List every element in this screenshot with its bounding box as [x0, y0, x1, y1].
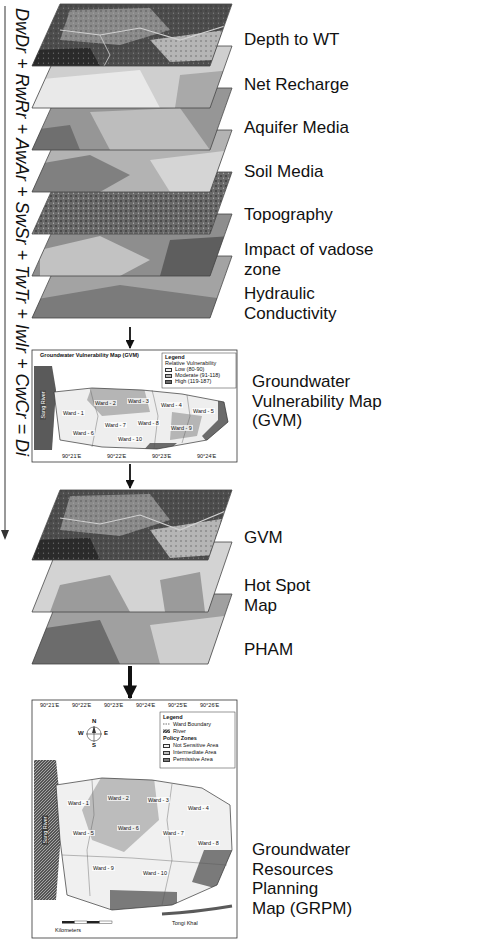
layer-label: Hot Spot Map — [244, 576, 344, 615]
legend-heading: Relative Vulnerability — [165, 360, 216, 366]
legend-text: River — [163, 728, 186, 734]
layer-stack: Depth to WT Net RechargeAquifer MediaSoil… — [32, 0, 472, 325]
legend-item: Low (80-90) — [165, 366, 204, 372]
ward-name: Ward - 9 — [92, 865, 115, 871]
layer-label: Topography — [244, 205, 409, 225]
ward-name: Ward - 7 — [162, 830, 185, 836]
ward-name: Ward - 7 — [104, 422, 127, 428]
flow-arrow — [129, 464, 131, 488]
formula: DwDr + RwRr + AwAr + SwSr + TwTr + IwIr … — [11, 8, 31, 456]
ward-name: Ward - 6 — [117, 825, 140, 831]
compass-letter: S — [92, 742, 96, 749]
scale-unit: Kilometers — [55, 927, 81, 933]
layer-label: Net Recharge — [244, 75, 409, 95]
river-name: Tongi Khal — [172, 920, 198, 926]
legend-item: Permissive Area — [163, 756, 213, 762]
ward-name: Ward - 8 — [137, 420, 160, 426]
ward-name: Ward - 3 — [127, 398, 150, 404]
legend-swatch — [163, 744, 170, 748]
river-name: Sang River — [40, 390, 46, 419]
legend-item: Not Sensitive Area — [163, 742, 218, 748]
ward-name: Ward - 5 — [192, 408, 215, 414]
ward-name: Ward - 8 — [197, 840, 220, 846]
planning-map — [32, 700, 237, 938]
layer-stack — [30, 488, 235, 664]
longitude: 90°21'E — [62, 453, 81, 459]
legend-item: High (119-187) — [165, 378, 211, 384]
legend-text: Low (80-90) — [175, 366, 204, 372]
formula-arrow — [1, 6, 9, 540]
legend-swatch — [165, 380, 172, 384]
map-title: Groundwater Vulnerability Map (GVM) — [40, 352, 139, 358]
ward-name: Ward - 1 — [62, 410, 85, 416]
legend-item: River — [163, 728, 186, 734]
river-name: Sang River — [42, 815, 48, 844]
ward-name: Ward - 6 — [72, 430, 95, 436]
layer-label: GVM — [244, 528, 394, 548]
ward-name: Ward - 2 — [94, 400, 117, 406]
legend-text: Intermediate Area — [173, 749, 216, 755]
ward-name: Ward - 3 — [147, 797, 170, 803]
ward-name: Ward - 10 — [142, 870, 168, 876]
layer-stack: GVM Hot Spot MapPHAM — [32, 490, 472, 664]
legend-title: Legend — [165, 354, 185, 360]
layer-label: Soil Media — [244, 162, 409, 182]
longitude: 90°23'E — [104, 702, 123, 708]
ward-name: Ward - 10 — [117, 436, 143, 442]
legend-heading: Policy Zones — [163, 735, 197, 741]
ward-name: Ward - 9 — [170, 425, 193, 431]
vulnerability-map — [32, 350, 237, 462]
legend-swatch — [165, 368, 172, 372]
legend-text: Not Sensitive Area — [173, 742, 218, 748]
longitude: 90°22'E — [107, 453, 126, 459]
longitude: 90°22'E — [72, 702, 91, 708]
compass-letter: W — [78, 730, 84, 737]
legend-text: Permissive Area — [173, 756, 213, 762]
map-panel: Groundwater Resources Planning Map (GRPM… — [32, 700, 472, 938]
compass-letter: E — [104, 730, 108, 737]
longitude: 90°25'E — [168, 702, 187, 708]
compass-letter: N — [92, 718, 96, 725]
legend-swatch — [163, 758, 170, 762]
legend-swatch — [165, 374, 172, 378]
ward-name: Ward - 1 — [67, 800, 90, 806]
layer-label: Groundwater Resources Planning Map (GRPM… — [252, 840, 355, 918]
longitude: 90°24'E — [136, 702, 155, 708]
layer-label: Groundwater Vulnerability Map (GVM) — [252, 372, 402, 431]
legend-item: Ward Boundary — [163, 721, 211, 727]
layer-label: Depth to WT — [244, 30, 409, 50]
layer-label: Hydraulic Conductivity — [244, 284, 409, 323]
longitude: 90°23'E — [152, 453, 171, 459]
layer-label: PHAM — [244, 640, 394, 660]
ward-name: Ward - 4 — [187, 805, 210, 811]
legend-text: Moderate (91-118) — [175, 372, 220, 378]
legend-item: Intermediate Area — [163, 749, 216, 755]
legend-title: Legend — [163, 714, 183, 720]
layer-stack — [30, 2, 235, 318]
ward-name: Ward - 5 — [72, 830, 95, 836]
longitude: 90°21'E — [40, 702, 59, 708]
ward-name: Ward - 4 — [160, 402, 183, 408]
ward-name: Ward - 2 — [107, 795, 130, 801]
legend-swatch — [163, 751, 170, 755]
longitude: 90°26'E — [200, 702, 219, 708]
flow-arrow — [128, 666, 132, 698]
legend-text: High (119-187) — [175, 378, 211, 384]
layer-label: Aquifer Media — [244, 118, 409, 138]
flow-arrow — [129, 327, 131, 348]
longitude: 90°24'E — [197, 453, 216, 459]
legend-item: Moderate (91-118) — [165, 372, 220, 378]
legend-text: Ward Boundary — [163, 721, 211, 727]
layer-label: Impact of vadose zone — [244, 240, 409, 279]
